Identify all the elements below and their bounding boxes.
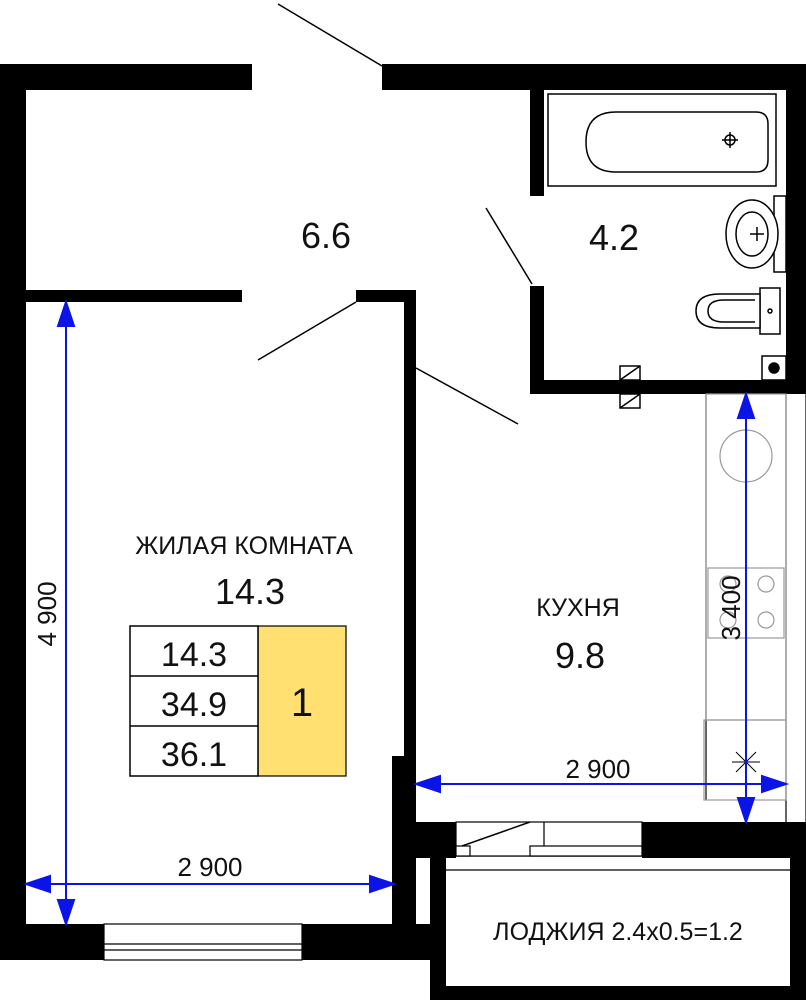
wall-bottom-left bbox=[0, 924, 104, 960]
door-entrance bbox=[277, 3, 383, 67]
bathroom-fixtures bbox=[547, 93, 787, 409]
hall-area: 6.6 bbox=[301, 215, 351, 256]
wall-kitchen-bottom-right bbox=[642, 822, 806, 858]
wall-loggia-right bbox=[790, 856, 806, 1000]
wall-bath-left-upper bbox=[530, 90, 544, 196]
kitchen-area: 9.8 bbox=[555, 635, 605, 676]
wall-kitchen-bottom-left bbox=[416, 822, 456, 858]
windows bbox=[103, 821, 643, 961]
dim-kitchen-height: 3 400 bbox=[716, 575, 746, 640]
dim-kitchen-width: 2 900 bbox=[565, 754, 630, 784]
wall-loggia-left bbox=[430, 856, 446, 1000]
dimension-lines bbox=[22, 298, 790, 928]
door-bathroom bbox=[485, 207, 533, 285]
living-room-label: ЖИЛАЯ КОМНАТА bbox=[135, 532, 353, 560]
rooms-badge bbox=[257, 625, 347, 777]
summary-table: 14.3 34.9 36.1 1 bbox=[129, 625, 347, 777]
wall-hall-living-right bbox=[356, 290, 416, 302]
wall-top-left bbox=[0, 64, 252, 90]
doors bbox=[257, 3, 533, 847]
walls bbox=[0, 64, 806, 1000]
wall-bath-left-lower bbox=[530, 286, 544, 392]
summary-total-area: 34.9 bbox=[161, 686, 227, 724]
kitchen-label: КУХНЯ bbox=[536, 594, 620, 622]
dim-living-width: 2 900 bbox=[177, 852, 242, 882]
living-room-area: 14.3 bbox=[215, 571, 285, 612]
wall-bath-bottom bbox=[530, 380, 806, 394]
window-living bbox=[103, 923, 303, 961]
bathroom-area: 4.2 bbox=[589, 217, 639, 258]
wall-loggia-bottom bbox=[430, 986, 806, 1000]
wall-right-upper bbox=[786, 90, 806, 394]
summary-rooms-count: 1 bbox=[291, 681, 313, 725]
dim-living-height: 4 900 bbox=[32, 581, 62, 646]
wall-living-kitchen-upper bbox=[404, 290, 416, 756]
wall-top-right bbox=[382, 64, 806, 90]
drain-box bbox=[761, 355, 787, 381]
summary-living-area: 14.3 bbox=[161, 636, 227, 674]
wall-hall-living-left bbox=[26, 290, 242, 302]
loggia-label: ЛОДЖИЯ 2.4x0.5=1.2 bbox=[493, 918, 743, 946]
door-kitchen bbox=[415, 367, 519, 425]
door-balcony bbox=[461, 821, 531, 847]
wall-living-kitchen-lower bbox=[392, 756, 416, 960]
summary-total-with-loggia: 36.1 bbox=[161, 736, 227, 774]
wall-left bbox=[0, 64, 26, 960]
door-living bbox=[257, 301, 357, 361]
